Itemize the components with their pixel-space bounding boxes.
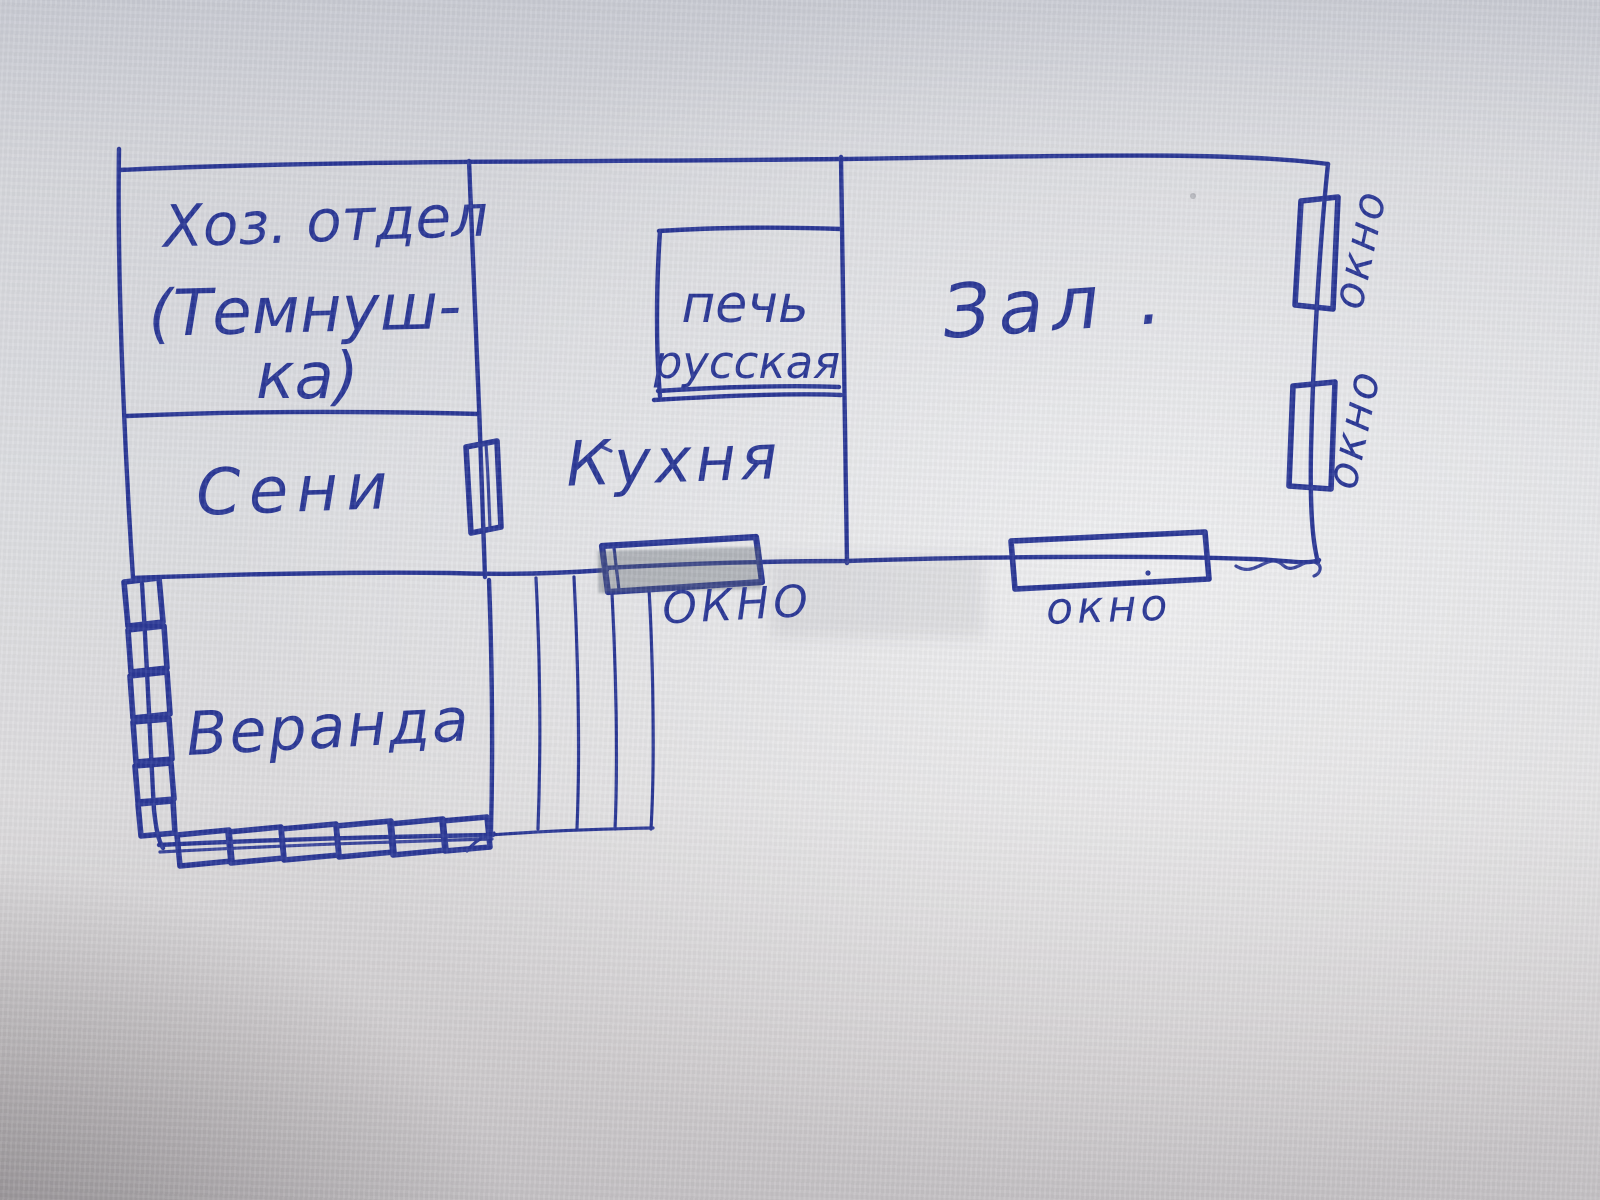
window-hall-icon <box>1008 529 1212 592</box>
door-hallway-kitchen-icon <box>463 438 504 536</box>
steps-corner-hook <box>465 831 496 853</box>
wall-right <box>1308 161 1331 565</box>
veranda-left-windows <box>121 575 178 839</box>
wall-partition-kitchen-left <box>466 158 488 580</box>
porch-steps <box>465 575 655 853</box>
wall-veranda-bottom-inner <box>158 837 494 854</box>
label-window-hall: окно <box>1045 580 1172 635</box>
veranda-window-icon <box>125 623 170 675</box>
wall-divider-utility-hallway <box>124 409 482 419</box>
label-stove-line1: печь <box>681 275 808 335</box>
label-utility-line1: Хоз. отдел <box>159 181 489 260</box>
window-right-top-icon <box>1292 194 1341 312</box>
veranda-window-icon <box>127 669 173 721</box>
step-line <box>572 575 581 831</box>
label-stove-line2: русская <box>653 336 841 389</box>
paper-speck <box>1190 193 1196 199</box>
watermark-overlay <box>597 546 762 594</box>
veranda-bottom-windows <box>174 814 493 869</box>
step-line <box>647 586 655 831</box>
veranda-window-icon <box>130 716 175 765</box>
label-hall: Зал . <box>940 254 1173 356</box>
label-kitchen: Кухня <box>565 420 783 500</box>
label-veranda: Веранда <box>185 685 473 770</box>
veranda-window-icon <box>121 575 166 629</box>
stove-box <box>651 225 844 403</box>
step-line <box>610 592 619 831</box>
wall-left <box>116 146 136 581</box>
step-line <box>486 577 495 834</box>
window-right-bottom-icon <box>1286 379 1338 492</box>
label-utility-line2: (Темнуш- <box>147 270 462 352</box>
veranda-window-icon <box>278 821 342 863</box>
watermark-blob <box>770 556 985 638</box>
veranda-window-icon <box>135 798 178 839</box>
label-window-kitchen: ОКНО <box>661 576 813 635</box>
wall-top <box>117 153 1331 173</box>
wall-kitchen-right <box>838 154 850 566</box>
wall-bottom-scribble <box>1234 559 1322 578</box>
step-line <box>534 576 542 831</box>
veranda-window-icon <box>439 814 493 854</box>
wall-hallway-bottom <box>130 567 610 581</box>
steps-bottom-line <box>475 826 655 838</box>
label-hallway: Сени <box>195 450 397 531</box>
pen-tick <box>598 444 613 453</box>
label-window-right-top: окно <box>1322 184 1397 313</box>
label-utility-line3: ка) <box>256 340 359 414</box>
